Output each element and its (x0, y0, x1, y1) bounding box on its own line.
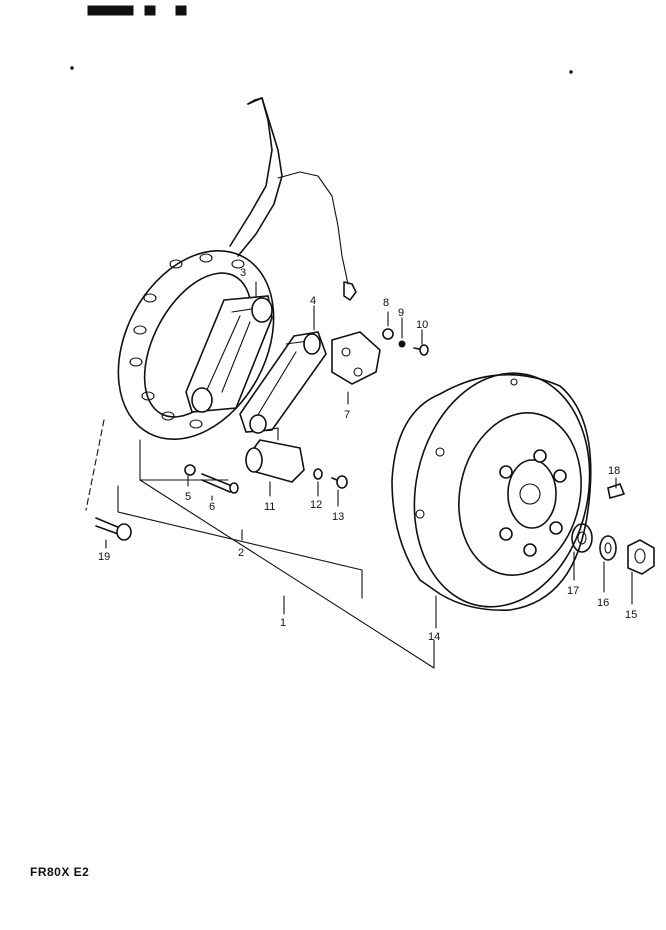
coil-3 (185, 295, 273, 413)
callout-2: 2 (238, 547, 244, 559)
callout-8: 8 (383, 297, 389, 309)
callout-7: 7 (344, 409, 350, 421)
speck (70, 66, 74, 70)
callout-18: 18 (608, 465, 620, 477)
callout-3: 3 (240, 267, 246, 279)
small-hardware (95, 328, 429, 541)
hub-fasteners (571, 483, 655, 575)
callout-1: 1 (280, 617, 286, 629)
wire-harness (229, 97, 357, 301)
condenser-11 (245, 427, 305, 483)
callout-11: 11 (264, 501, 275, 513)
callout-17: 17 (567, 585, 579, 597)
callout-15: 15 (625, 609, 637, 621)
callout-12: 12 (310, 499, 322, 511)
callout-13: 13 (332, 511, 344, 523)
callout-5: 5 (185, 491, 191, 503)
callout-6: 6 (209, 501, 215, 513)
callout-labels: 3 4 8 9 10 7 5 6 11 12 13 19 2 1 14 18 1… (98, 267, 637, 643)
coil-4 (239, 331, 327, 434)
stator-base-plate (117, 249, 275, 441)
leader-lines (85, 281, 633, 669)
contact-breaker-7 (331, 331, 381, 385)
callout-9: 9 (398, 307, 404, 319)
speck (569, 70, 573, 74)
callout-19: 19 (98, 551, 110, 563)
callout-16: 16 (597, 597, 609, 609)
callout-14: 14 (428, 631, 440, 643)
callout-4: 4 (310, 295, 316, 307)
flywheel-rotor-14 (391, 372, 592, 611)
model-code: FR80X E2 (30, 865, 89, 879)
callout-10: 10 (416, 319, 428, 331)
cropped-header-fragment (87, 5, 187, 16)
